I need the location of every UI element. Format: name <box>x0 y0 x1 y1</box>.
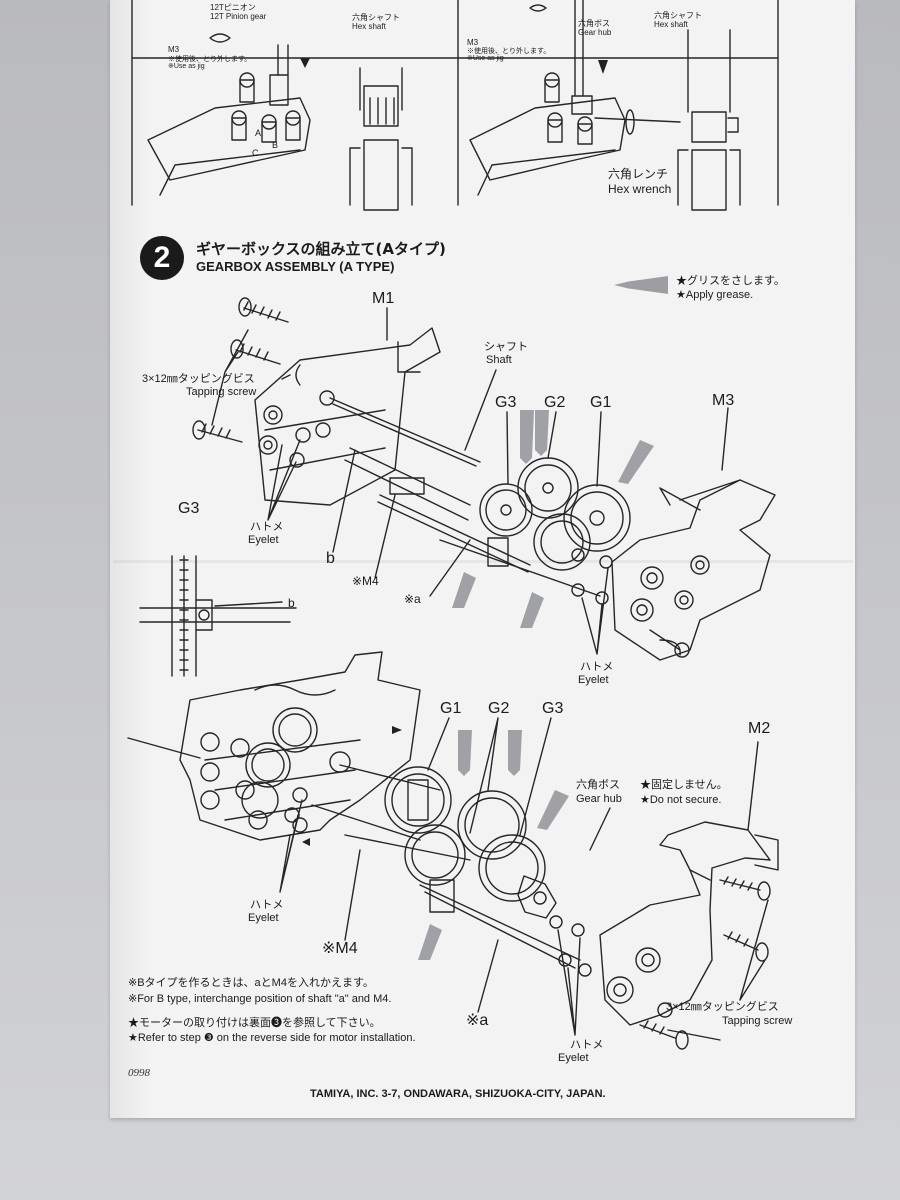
chassis-right <box>469 97 626 181</box>
tapping-screw-lower-jp: 3×12㎜タッピングビス <box>666 1001 779 1013</box>
grease-markers <box>418 410 654 960</box>
pinion-label-en: 12T Pinion gear <box>210 12 267 21</box>
m3-housing <box>611 479 776 661</box>
do-not-secure-jp: ★固定しません。 <box>640 779 728 791</box>
output-shaft <box>127 737 201 759</box>
tapping-screw-upper-jp: 3×12㎜タッピングビス <box>142 373 255 385</box>
pinion-label-jp: 12Tピニオン <box>210 3 256 12</box>
m3-label-upper: M3 <box>712 392 735 409</box>
eyelet-upper-left-jp: ハトメ <box>250 521 284 533</box>
note-b-type-en: ※For B type, interchange position of sha… <box>128 993 392 1005</box>
screw-2 <box>235 349 281 365</box>
g3-label-lower: G3 <box>542 700 564 717</box>
m2-housing <box>599 821 771 1026</box>
gear-hub-lower-jp: 六角ボス <box>576 779 620 791</box>
m3-left-note-en: ※Use as jig <box>168 63 205 70</box>
g1-label-lower: G1 <box>440 700 462 717</box>
step-title-jp: ギヤーボックスの組み立て(Aタイプ) <box>196 240 446 258</box>
note-b-type-jp: ※Bタイプを作るときは、aとM4を入れかえます。 <box>128 977 374 989</box>
gear-hub-lower-en: Gear hub <box>576 793 622 805</box>
shaft <box>329 397 481 463</box>
note-motor-jp: ★モーターの取り付けは裏面❸を参照して下さい。 <box>128 1017 381 1029</box>
m3-right-note-jp: ※使用後、とり外します。 <box>467 48 551 55</box>
tapping-screw-lower-en: Tapping screw <box>722 1015 793 1027</box>
gear-hub <box>517 875 557 919</box>
eyelet-lower-bottom-jp: ハトメ <box>570 1039 604 1051</box>
grease-note-jp: ★グリスをさします。 <box>676 275 785 287</box>
a-label-lower: ※a <box>466 1012 489 1029</box>
shaft-m4 <box>349 447 471 506</box>
print-code: 0998 <box>128 1067 150 1079</box>
g1-label-upper: G1 <box>590 394 612 411</box>
hex-shaft-right-jp: 六角シャフト <box>654 11 702 20</box>
eyelet-upper-right-en: Eyelet <box>578 674 609 686</box>
a-label-upper: ※a <box>404 592 421 606</box>
m3-left-note-jp: ※使用後、とり外します。 <box>168 56 252 63</box>
gear-g2 <box>517 457 579 519</box>
m3-right-note-en: ※Use as jig <box>467 55 504 62</box>
grease-note-en: ★Apply grease. <box>676 289 754 301</box>
shaft-label-en: Shaft <box>486 354 512 366</box>
detail-b-label: b <box>288 596 295 610</box>
part-letter-b: B <box>272 140 279 150</box>
eyelet-lower-left-jp: ハトメ <box>250 899 284 911</box>
hex-wrench-en: Hex wrench <box>608 182 672 196</box>
hex-shaft-right-en: Hex shaft <box>654 20 688 29</box>
m1-label: M1 <box>372 290 395 307</box>
shaft-b-label: b <box>326 550 335 567</box>
m3-right-label: M3 <box>467 38 479 47</box>
gear-g3 <box>479 483 533 537</box>
m3-left-label: M3 <box>168 45 180 54</box>
m4-label-upper: ※M4 <box>352 574 379 588</box>
gear-hub-top-en: Gear hub <box>578 28 612 37</box>
eyelet-upper-left-en: Eyelet <box>248 534 279 546</box>
m4-label-lower: ※M4 <box>322 940 358 957</box>
part-letter-a: A <box>255 128 262 138</box>
g3-label-upper: G3 <box>495 394 517 411</box>
g2-label-lower: G2 <box>488 700 510 717</box>
step-title-en: GEARBOX ASSEMBLY (A TYPE) <box>196 259 395 274</box>
shaft-a <box>379 494 531 566</box>
gear-hub-top-jp: 六角ボス <box>578 19 610 28</box>
tapping-screw-upper-en: Tapping screw <box>186 386 257 398</box>
step-number-badge: 2 <box>140 236 184 280</box>
m2-label: M2 <box>748 720 771 737</box>
chassis-left <box>147 97 311 181</box>
note-motor-en: ★Refer to step ❸ on the reverse side for… <box>128 1032 416 1044</box>
gear-g2-second <box>533 513 591 571</box>
hex-wrench-jp: 六角レンチ <box>608 167 669 181</box>
part-letter-c: C <box>252 148 259 158</box>
screw-1 <box>243 307 289 323</box>
hex-shaft-left-en: Hex shaft <box>352 22 386 31</box>
sheet-fold-line <box>113 560 853 563</box>
g2-label-upper: G2 <box>544 394 566 411</box>
sheet-shadow <box>110 0 150 1118</box>
shaft-label-jp: シャフト <box>484 341 528 353</box>
eyelet-upper-right-jp: ハトメ <box>580 661 614 673</box>
lower-assembly <box>127 651 779 1050</box>
eyelet-lower-bottom-en: Eyelet <box>558 1052 589 1064</box>
do-not-secure-en: ★Do not secure. <box>640 794 722 806</box>
gear-g1 <box>563 484 631 552</box>
eyelet-lower-left-en: Eyelet <box>248 912 279 924</box>
top-left-panel-frame <box>131 0 459 59</box>
detail-g3-gear <box>139 555 297 677</box>
company-address: TAMIYA, INC. 3-7, ONDAWARA, SHIZUOKA-CIT… <box>310 1088 606 1100</box>
m1-housing <box>254 327 441 506</box>
hex-shaft-left-jp: 六角シャフト <box>352 13 400 22</box>
detail-g3-label: G3 <box>178 500 200 517</box>
